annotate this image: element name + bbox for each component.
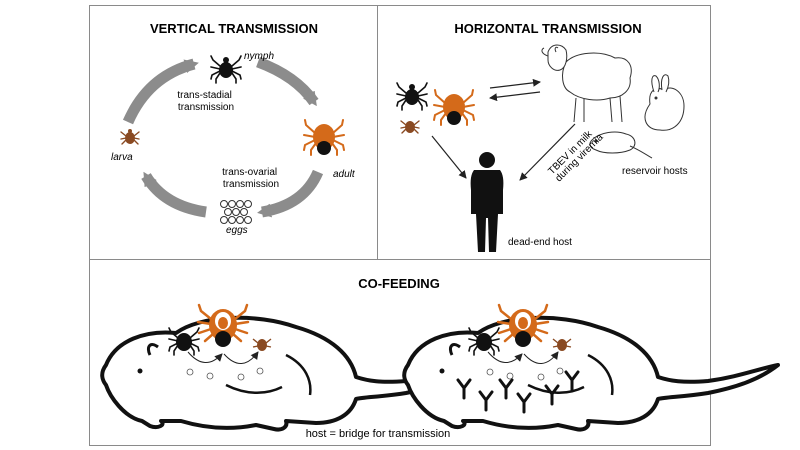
cofeeding-title: CO-FEEDING <box>358 276 440 291</box>
arrow-ticks-to-human <box>431 135 467 179</box>
tick-icon <box>552 338 572 351</box>
virus-flow-right <box>487 351 559 364</box>
trans-stadial-label: trans-stadial transmission <box>177 90 234 113</box>
rodent-icon <box>402 315 780 432</box>
arrow-milk <box>519 123 576 181</box>
larva-tick-icon <box>120 129 140 145</box>
nymph-tick-icon <box>210 55 242 84</box>
rat-icon <box>589 131 653 159</box>
rabbit-icon <box>644 74 685 131</box>
adult-label: adult <box>333 169 356 180</box>
arrow-nymph-to-adult <box>256 56 319 107</box>
human-silhouette-icon <box>470 152 504 252</box>
tick-icon <box>433 89 475 126</box>
arrow-larva-to-nymph <box>122 58 199 125</box>
tick-icon <box>196 303 250 347</box>
tick-icon <box>400 120 420 134</box>
arrow-adult-to-eggs <box>257 169 324 218</box>
adult-tick-icon <box>303 119 345 156</box>
eggs-label: eggs <box>226 225 248 236</box>
cofeeding-panel <box>89 259 711 446</box>
rodent-icon <box>100 315 478 432</box>
milk-label: TBEV in milk during viremia <box>546 125 606 185</box>
virus-flow-left <box>187 351 259 364</box>
tick-icon <box>496 303 550 347</box>
cycle-arrows <box>122 56 324 218</box>
trans-ovarial-label: trans-ovarial transmission <box>222 167 280 190</box>
reservoir-hosts-label: reservoir hosts <box>622 166 688 177</box>
virus-particle-icon <box>486 367 564 381</box>
horizontal-title: HORIZONTAL TRANSMISSION <box>454 21 641 36</box>
eggs-icon <box>220 200 252 224</box>
virus-particle-icon <box>186 367 264 381</box>
sheep-icon <box>541 44 632 123</box>
arrow-ticks-to-animals <box>489 78 541 89</box>
larva-label: larva <box>111 152 133 163</box>
arrow-animals-to-ticks <box>489 91 541 102</box>
cofeeding-caption: host = bridge for transmission <box>306 428 451 440</box>
nymph-label: nymph <box>244 51 274 62</box>
tick-icon <box>168 327 200 356</box>
horizontal-panel <box>377 5 711 260</box>
dead-end-host-label: dead-end host <box>508 237 572 248</box>
arrow-eggs-to-larva <box>141 171 207 218</box>
vertical-title: VERTICAL TRANSMISSION <box>150 21 318 36</box>
tick-icon <box>252 338 272 351</box>
antibody-icon <box>456 370 580 414</box>
tick-icon <box>396 82 428 111</box>
tick-icon <box>468 327 500 356</box>
